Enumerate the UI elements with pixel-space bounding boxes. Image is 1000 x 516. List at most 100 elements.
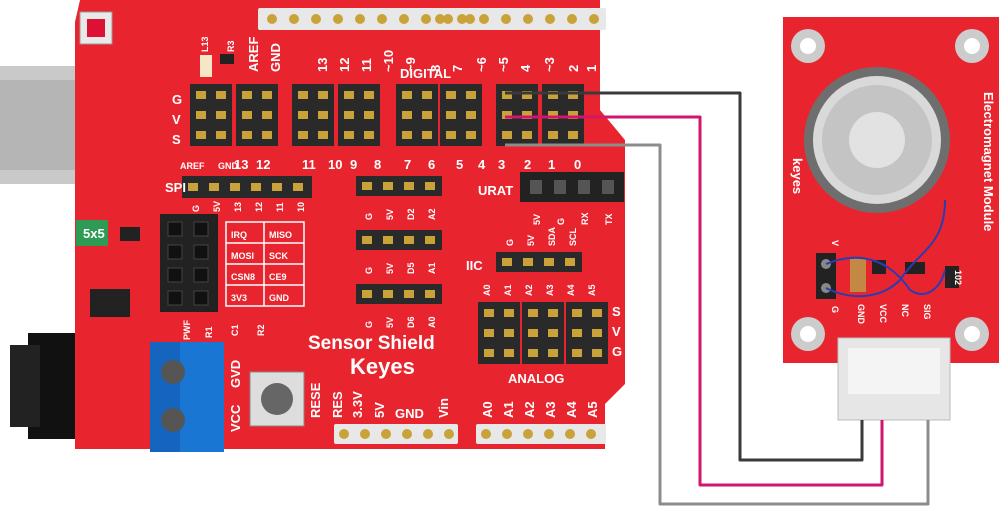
header-socket bbox=[435, 14, 445, 24]
digital-pin-label: 1 bbox=[548, 157, 555, 172]
analog-bottom-label: A4 bbox=[564, 401, 579, 418]
d6-block-label: D6 bbox=[406, 316, 416, 328]
analog-top-label: A5 bbox=[587, 284, 597, 296]
digital-pin-label: 11 bbox=[302, 157, 316, 172]
digital-pin-label: 13 bbox=[234, 157, 248, 172]
d2-block-label: D2 bbox=[406, 208, 416, 220]
header-socket bbox=[501, 14, 511, 24]
spi-pin-label: 13 bbox=[233, 202, 243, 212]
wire-sig-to-s bbox=[505, 143, 930, 506]
digital-pin-label: 2 bbox=[524, 157, 531, 172]
iic-pin-label: 5V bbox=[526, 235, 536, 246]
svg-side-label: V bbox=[612, 324, 621, 339]
power-header-label: Vin bbox=[436, 398, 451, 418]
top-header-label: ~9 bbox=[403, 57, 418, 72]
digital-pin-group bbox=[190, 84, 232, 146]
d6-block bbox=[356, 284, 442, 304]
svg-side-label: S bbox=[612, 304, 621, 319]
analog-bottom-header bbox=[476, 424, 606, 444]
nrf-table-cell: SCK bbox=[269, 251, 289, 261]
analog-bottom-label: A0 bbox=[480, 401, 495, 418]
d5-block-label: G bbox=[364, 267, 374, 274]
header-socket bbox=[399, 14, 409, 24]
d2-block-label: 5V bbox=[385, 209, 395, 220]
shield-brand: Keyes bbox=[350, 354, 415, 379]
d2-block-label: A2 bbox=[427, 208, 437, 220]
analog-bottom-label: A5 bbox=[585, 401, 600, 418]
spi-label: SPI bbox=[165, 180, 186, 195]
svg-side-label: G bbox=[612, 344, 622, 359]
digital-label: DIGITAL bbox=[400, 66, 451, 81]
analog-label: ANALOG bbox=[508, 371, 564, 386]
power-header-label: 3.3V bbox=[350, 391, 365, 418]
header-socket bbox=[457, 14, 467, 24]
header-socket bbox=[545, 14, 555, 24]
wire-vcc-to-v bbox=[505, 115, 884, 487]
top-header-label: ~6 bbox=[474, 57, 489, 72]
d2-block-label: G bbox=[364, 213, 374, 220]
digital-pin-label: GND bbox=[218, 161, 239, 171]
header-socket bbox=[479, 14, 489, 24]
spi-pin-label: 12 bbox=[254, 202, 264, 212]
d5-block-label: A1 bbox=[427, 262, 437, 274]
d6-block-label: G bbox=[364, 321, 374, 328]
analog-top-label: A4 bbox=[566, 284, 576, 296]
power-header-label: RESE bbox=[308, 382, 323, 418]
top-pin-header bbox=[258, 8, 606, 30]
analog-top-label: A2 bbox=[524, 284, 534, 296]
urat-pin-label: RX bbox=[580, 212, 590, 225]
module-resistor-label: 102 bbox=[953, 270, 963, 285]
module-pin-label: GND bbox=[856, 304, 866, 325]
power-header bbox=[334, 424, 458, 444]
digital-pin-group bbox=[236, 84, 278, 146]
module-brand: keyes bbox=[790, 158, 805, 194]
top-header-label: 13 bbox=[315, 58, 330, 72]
nrf-table-cell: 3V3 bbox=[231, 293, 247, 303]
d6-block-label: A0 bbox=[427, 316, 437, 328]
shield-title: Sensor Shield bbox=[308, 333, 435, 354]
digital-pin-group bbox=[396, 84, 438, 146]
header-socket bbox=[465, 14, 475, 24]
iic-pin-label: SDA bbox=[547, 226, 557, 246]
urat-pin-label: 5V bbox=[532, 214, 542, 225]
urat-label: URAT bbox=[478, 183, 513, 198]
top-header-label: ~3 bbox=[542, 57, 557, 72]
digital-pin-group bbox=[440, 84, 482, 146]
gvs-label: S bbox=[172, 132, 181, 147]
header-socket bbox=[523, 14, 533, 24]
component-label: PWF bbox=[182, 320, 192, 340]
top-header-label: 11 bbox=[359, 58, 374, 72]
d6-block-label: 5V bbox=[385, 317, 395, 328]
digital-pin-label: 9 bbox=[350, 157, 357, 172]
header-socket bbox=[289, 14, 299, 24]
digital-pin-label: AREF bbox=[180, 161, 205, 171]
spi-pin-label: 5V bbox=[212, 201, 222, 212]
digital-pin-label: 3 bbox=[498, 157, 505, 172]
header-socket bbox=[311, 14, 321, 24]
header-socket bbox=[443, 14, 453, 24]
voltage-regulator bbox=[90, 289, 130, 317]
component-label: L13 bbox=[200, 36, 210, 52]
spi-pin-label: 10 bbox=[296, 202, 306, 212]
top-header-label: 4 bbox=[518, 64, 533, 72]
digital-pin-group bbox=[292, 84, 334, 146]
top-header-label: ~5 bbox=[496, 57, 511, 72]
top-header-label: GND bbox=[268, 43, 283, 72]
digital-pin-label: 6 bbox=[428, 157, 435, 172]
d5-block-label: D5 bbox=[406, 262, 416, 274]
analog-bottom-label: A3 bbox=[543, 401, 558, 418]
d5-block-label: 5V bbox=[385, 263, 395, 274]
spi-pin-label: G bbox=[191, 205, 201, 212]
wires bbox=[505, 91, 930, 506]
digital-pin-label: 7 bbox=[404, 157, 411, 172]
nrf-table-cell: IRQ bbox=[231, 230, 247, 240]
header-socket bbox=[333, 14, 343, 24]
module-g-label: G bbox=[830, 306, 840, 313]
urat-pin-label: TX bbox=[604, 213, 614, 225]
analog-top-label: A1 bbox=[503, 284, 513, 296]
header-socket bbox=[267, 14, 277, 24]
component-label: R3 bbox=[226, 40, 236, 52]
header-socket bbox=[567, 14, 577, 24]
iic-pin-label: SCL bbox=[568, 227, 578, 246]
